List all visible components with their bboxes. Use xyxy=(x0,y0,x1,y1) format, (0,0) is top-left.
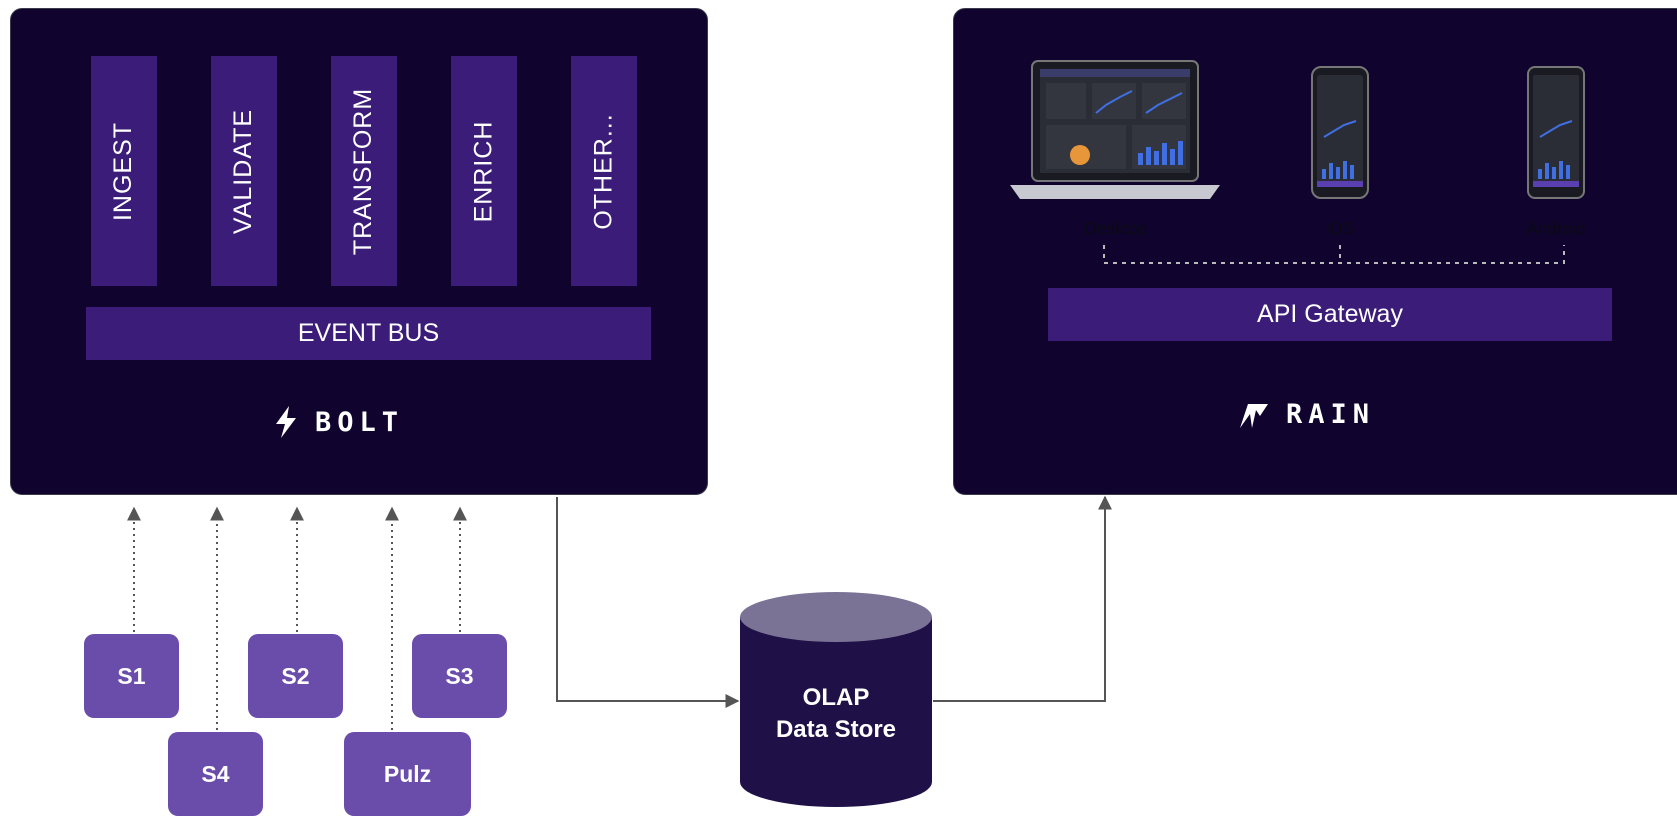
olap-datastore-label: OLAP Data Store xyxy=(740,682,932,746)
stage-label: OTHER... xyxy=(589,112,618,230)
lightning-icon xyxy=(276,406,296,438)
source-pulz: Pulz xyxy=(344,732,471,816)
stage-validate: VALIDATE xyxy=(211,56,277,286)
stage-transform: TRANSFORM xyxy=(331,56,397,286)
device-link-dotted xyxy=(1103,245,1565,264)
api-gateway-bar: API Gateway xyxy=(1048,288,1612,341)
bolt-brand-text: BOLT xyxy=(315,406,405,438)
source-s1: S1 xyxy=(84,634,179,718)
device-label-ios: iOS xyxy=(1325,219,1355,238)
android-phone-icon xyxy=(1527,66,1585,199)
device-label-android: Android xyxy=(1526,219,1586,238)
stage-enrich: ENRICH xyxy=(451,56,517,286)
source-s4: S4 xyxy=(168,732,263,816)
ios-phone-icon xyxy=(1311,66,1369,199)
device-label-desktop: Desktop xyxy=(1084,219,1148,238)
rain-logo-icon xyxy=(1240,403,1268,428)
olap-line1: OLAP xyxy=(802,684,870,711)
stage-label: TRANSFORM xyxy=(349,87,378,255)
source-s3: S3 xyxy=(412,634,507,718)
bolt-brand: BOLT xyxy=(273,405,404,439)
olap-to-rain-arrow xyxy=(933,495,1112,702)
source-s2: S2 xyxy=(248,634,343,718)
laptop-icon xyxy=(1010,60,1220,199)
olap-line2: Data Store xyxy=(775,716,897,743)
bolt-to-olap-arrow xyxy=(556,497,740,708)
stage-label: ENRICH xyxy=(469,120,498,222)
rain-brand: RAIN xyxy=(1238,399,1375,430)
olap-cylinder xyxy=(740,592,932,807)
stage-other: OTHER... xyxy=(571,56,637,286)
event-bus-bar: EVENT BUS xyxy=(86,307,651,360)
bolt-panel: INGEST VALIDATE TRANSFORM ENRICH OTHER..… xyxy=(10,8,708,495)
rain-brand-text: RAIN xyxy=(1286,399,1376,430)
stage-ingest: INGEST xyxy=(91,56,157,286)
stage-label: INGEST xyxy=(109,121,138,221)
stage-label: VALIDATE xyxy=(229,108,258,234)
rain-panel: Desktop iOS Android API Gateway RAIN xyxy=(953,8,1677,495)
